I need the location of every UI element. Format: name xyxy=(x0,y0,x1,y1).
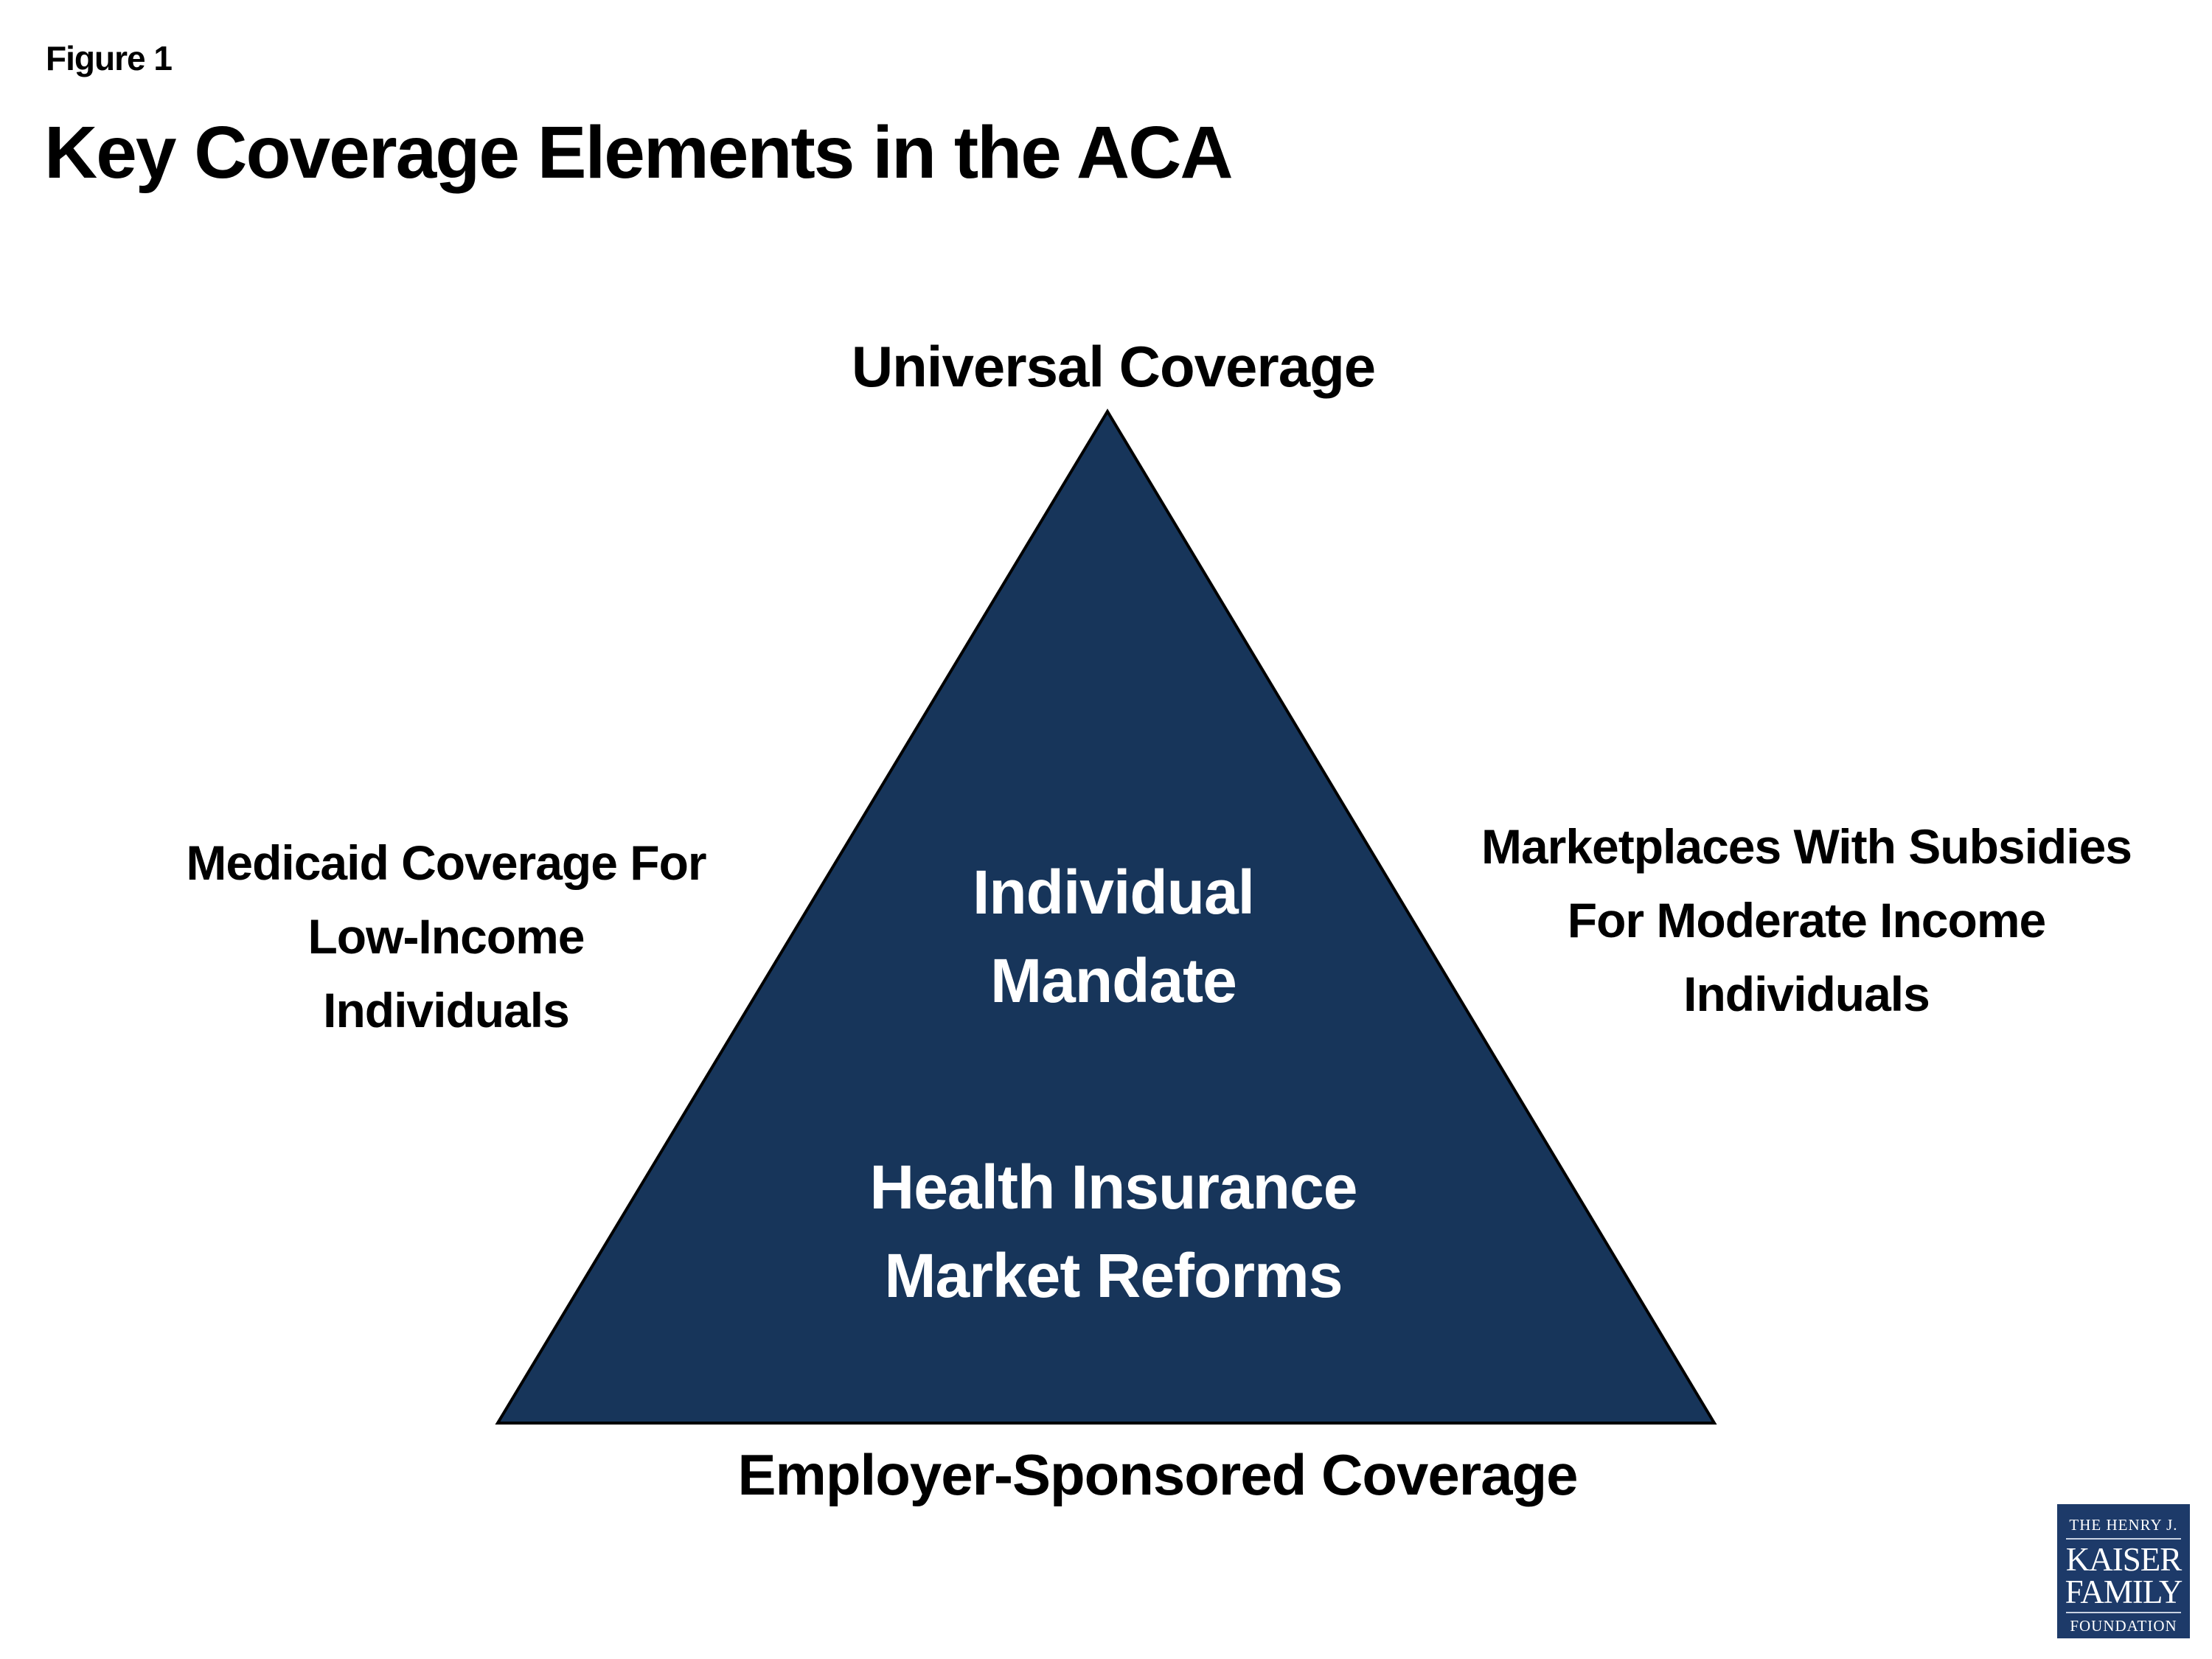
individual-mandate-label: Individual Mandate xyxy=(811,848,1416,1025)
logo-line-3: FAMILY xyxy=(2065,1573,2183,1610)
right-label-line: Individuals xyxy=(1683,967,1930,1021)
left-label-line: Low-Income xyxy=(307,909,585,964)
logo-line-4: FOUNDATION xyxy=(2070,1617,2177,1635)
logo-divider xyxy=(2066,1538,2181,1540)
inner-upper-line: Individual xyxy=(972,858,1255,927)
figure-label: Figure 1 xyxy=(46,39,173,77)
top-vertex-label: Universal Coverage xyxy=(851,334,1376,399)
right-side-label: Marketplaces With Subsidies For Moderate… xyxy=(1416,810,2197,1031)
left-label-line: Individuals xyxy=(323,983,570,1037)
bottom-vertex-label: Employer-Sponsored Coverage xyxy=(737,1442,1579,1507)
inner-lower-line: Health Insurance xyxy=(869,1152,1358,1222)
kaiser-family-foundation-logo: THE HENRY J. KAISER FAMILY FOUNDATION xyxy=(2057,1504,2190,1638)
inner-upper-line: Mandate xyxy=(990,946,1237,1015)
right-label-line: Marketplaces With Subsidies xyxy=(1481,819,2132,874)
left-label-line: Medicaid Coverage For xyxy=(186,835,706,890)
logo-line-2: KAISER xyxy=(2065,1541,2183,1578)
market-reforms-label: Health Insurance Market Reforms xyxy=(774,1143,1453,1320)
logo-line-1: THE HENRY J. xyxy=(2069,1516,2178,1534)
logo-divider xyxy=(2066,1612,2181,1613)
page-title: Key Coverage Elements in the ACA xyxy=(44,111,1234,194)
right-label-line: For Moderate Income xyxy=(1567,893,2046,947)
left-side-label: Medicaid Coverage For Low-Income Individ… xyxy=(133,826,759,1047)
inner-lower-line: Market Reforms xyxy=(884,1241,1343,1310)
